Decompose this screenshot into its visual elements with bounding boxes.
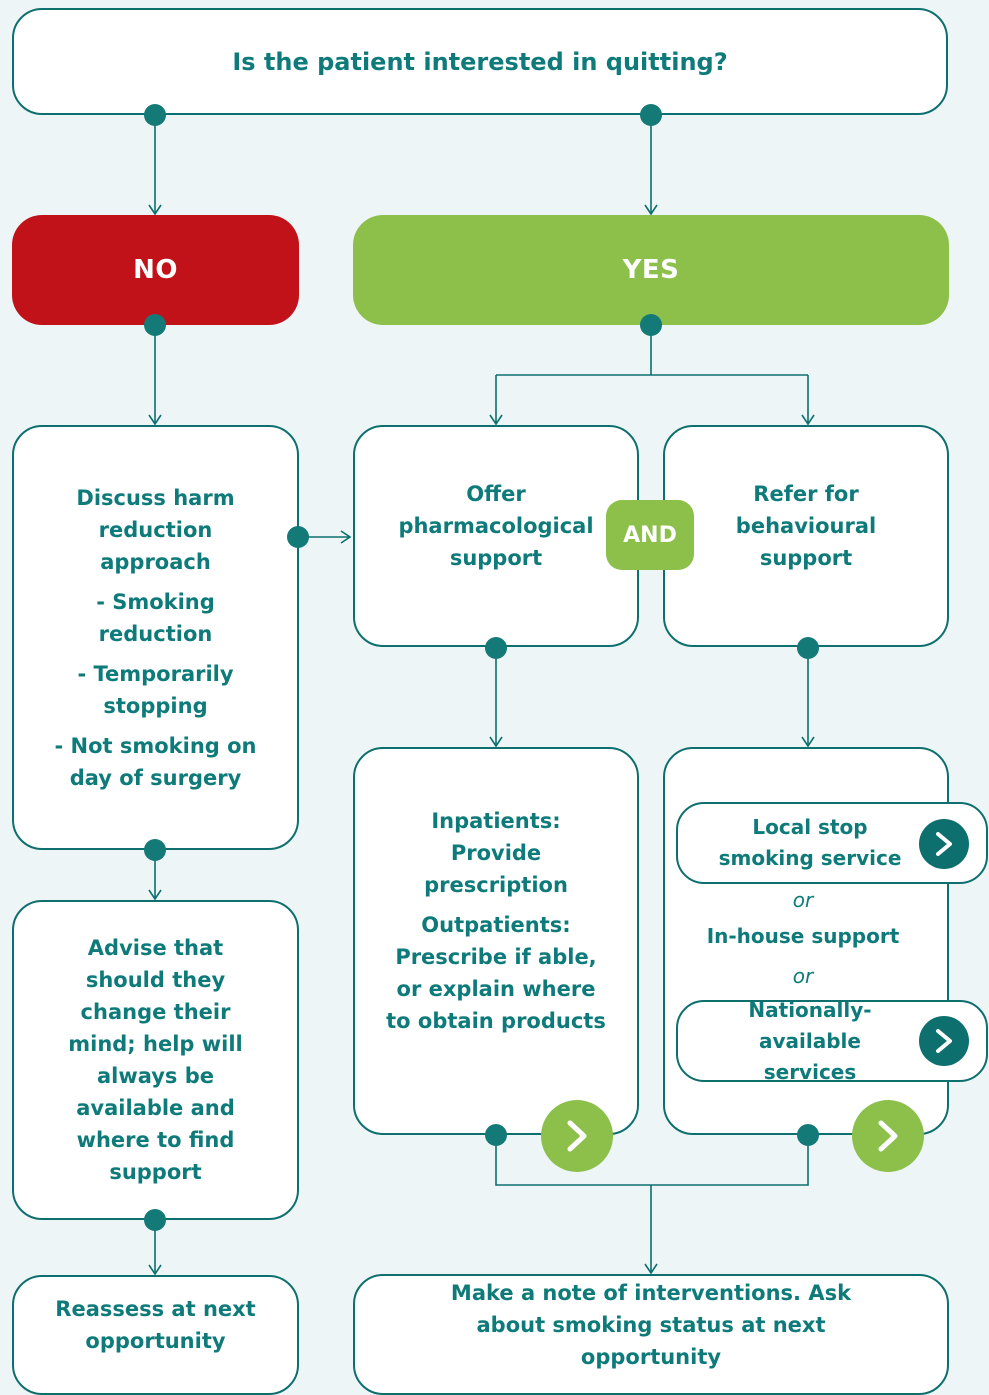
outpatients-heading: Outpatients: [421,913,571,937]
connector-dot [485,637,507,659]
national-service-arrow-icon[interactable] [919,1016,969,1066]
question-box: Is the patient interested in quitting? [12,8,948,115]
connector-dot [485,1124,507,1146]
and-connector: AND [606,500,694,570]
prescription-more-arrow-icon[interactable] [541,1100,613,1172]
harm-item-temporarily-stopping: - Temporarily stopping [77,661,234,718]
connector-dot [640,314,662,336]
yes-header: YES [353,215,949,325]
behavioural-text: Refer for behavioural support [735,482,877,570]
harm-item-smoking-reduction: - Smoking reduction [96,589,215,646]
harm-reduction-box: Discuss harm reduction approach - Smokin… [12,425,299,850]
in-house-support-text: In-house support [706,924,900,948]
connector-dot [797,637,819,659]
or-separator-2: or [792,964,814,988]
advise-text: Advise that should they change their min… [68,936,243,1184]
note-box: Make a note of interventions. Ask about … [353,1274,949,1395]
connector-dot [797,1124,819,1146]
connector-dot [640,104,662,126]
harm-reduction-heading: Discuss harm reduction approach [76,485,235,574]
connector-dot [144,314,166,336]
prescription-details: Inpatients: Provide prescription [421,805,571,901]
local-service-text: Local stop smoking service [718,815,902,870]
outpatients-block: Outpatients: Prescribe if able, or expla… [386,909,606,1037]
yes-label: YES [622,255,680,285]
or-separator-1: or [792,888,814,912]
connector-dot [144,104,166,126]
reassess-box: Reassess at next opportunity [12,1275,299,1395]
services-more-arrow-icon[interactable] [852,1100,924,1172]
no-header: NO [12,215,299,325]
question-text: Is the patient interested in quitting? [232,47,728,76]
pharmacological-support-box: Offer pharmacological support [353,425,639,647]
note-text: Make a note of interventions. Ask about … [450,1280,852,1369]
behavioural-support-box: Refer for behavioural support [663,425,949,647]
reassess-text: Reassess at next opportunity [55,1297,256,1353]
connector-dot [144,839,166,861]
advise-box: Advise that should they change their min… [12,900,299,1220]
connector-dot [144,1209,166,1231]
national-service-text: Nationally-available services [748,997,872,1084]
prescription-box: Inpatients: Provide prescription Outpati… [353,747,639,1135]
no-label: NO [133,255,178,285]
connector-dot [287,526,309,548]
inpatients-heading: Inpatients: [431,809,561,833]
and-label: AND [623,522,677,548]
outpatients-text: Prescribe if able, or explain where to o… [386,945,606,1033]
harm-item-not-smoking-surgery: - Not smoking on day of surgery [54,733,257,790]
inpatients-text: Provide prescription [424,841,568,897]
local-service-arrow-icon[interactable] [919,819,969,869]
pharmacological-text: Offer pharmacological support [398,482,594,570]
